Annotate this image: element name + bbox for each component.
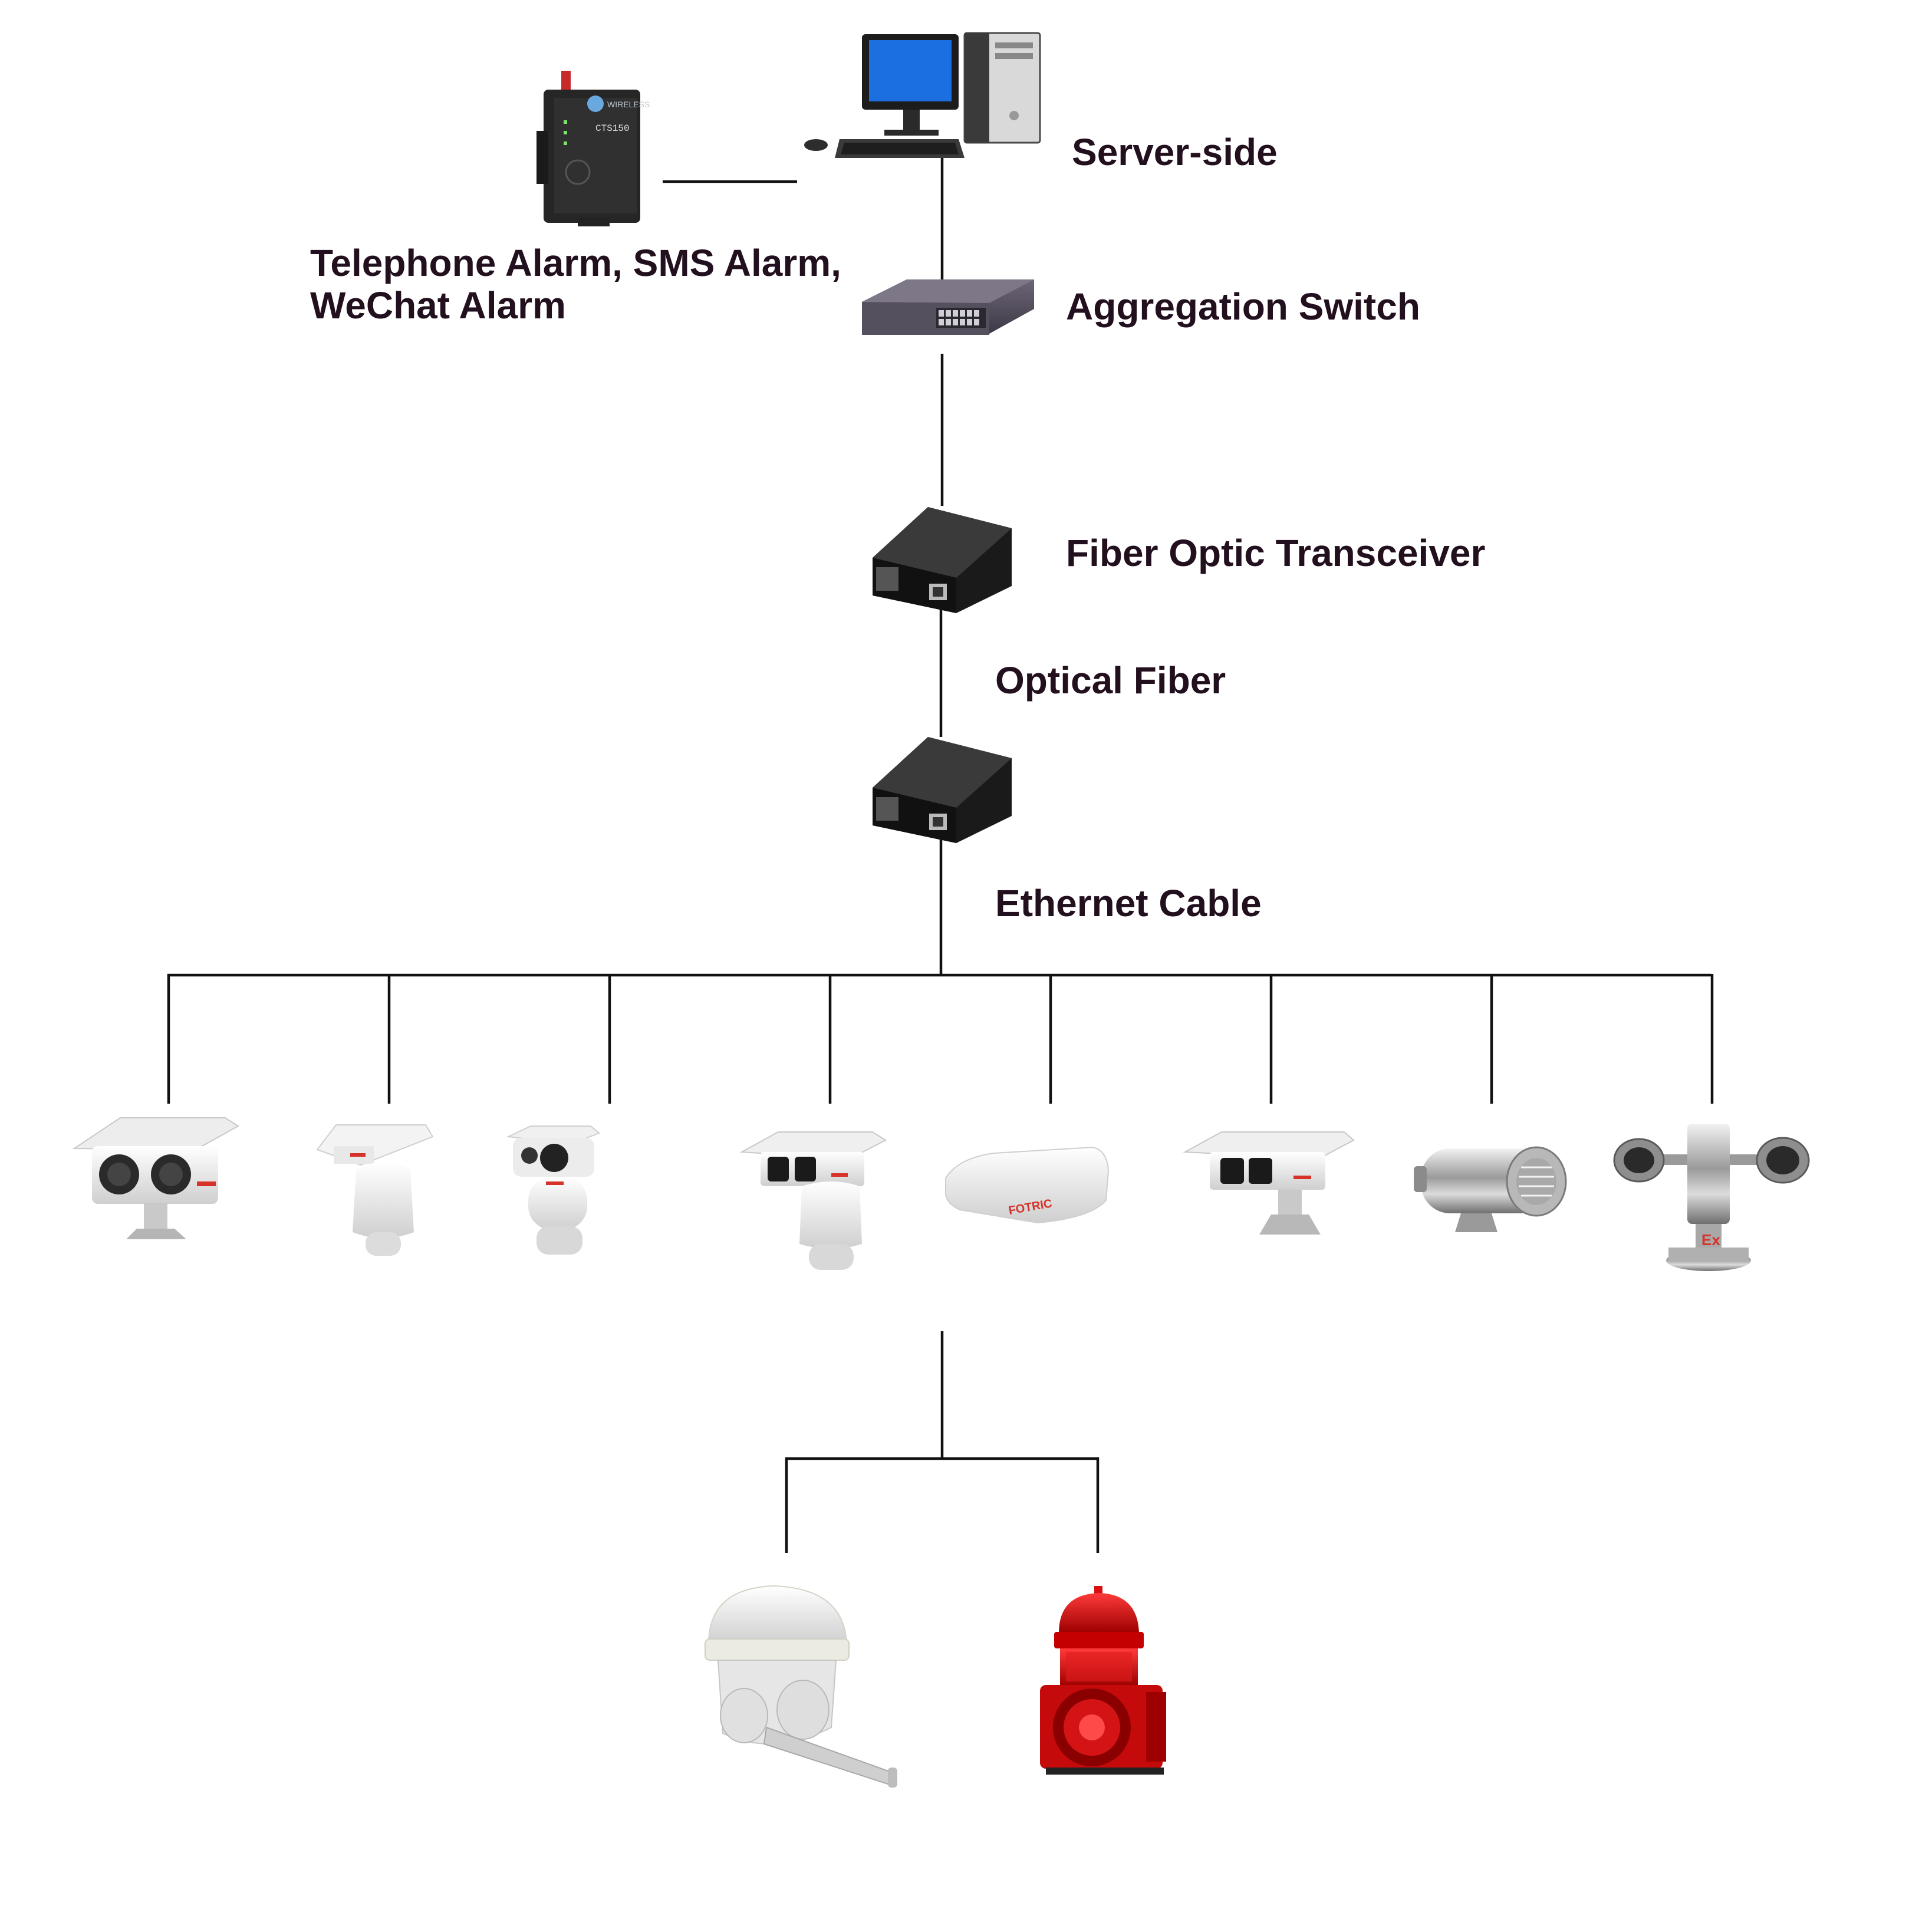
housing-camera-icon: FOTRIC bbox=[944, 1146, 1110, 1224]
network-switch-icon bbox=[862, 279, 1034, 335]
camera-drop-lines bbox=[167, 974, 1714, 1104]
explosion-proof-mark: Ex bbox=[1701, 1231, 1720, 1249]
label-ethernet-cable: Ethernet Cable bbox=[995, 882, 1262, 924]
ptz-dual-lens-camera-icon bbox=[506, 1125, 600, 1255]
connector-lines bbox=[167, 147, 1714, 1553]
label-fiber-transceiver: Fiber Optic Transceiver bbox=[1066, 532, 1485, 574]
diagram-labels: Server-side Telephone Alarm, SMS Alarm, … bbox=[310, 131, 1485, 924]
fiber-transceiver-icon bbox=[873, 507, 1012, 613]
module-model-text: CTS150 bbox=[595, 123, 630, 134]
label-alarm-line1: Telephone Alarm, SMS Alarm, bbox=[310, 242, 841, 284]
strobe-siren-icon bbox=[1040, 1586, 1166, 1775]
gsm-alarm-module-icon: WIRELESS CTS150 bbox=[537, 71, 650, 226]
label-alarm-line2: WeChat Alarm bbox=[310, 284, 566, 327]
explosion-proof-ptz-camera-icon: Ex bbox=[1613, 1124, 1810, 1271]
label-server-side: Server-side bbox=[1072, 131, 1278, 173]
desktop-computer-icon bbox=[804, 32, 1041, 158]
speaker-dome-icon bbox=[705, 1585, 897, 1788]
label-aggregation-switch: Aggregation Switch bbox=[1066, 285, 1420, 328]
stainless-explosion-proof-camera-icon bbox=[1414, 1146, 1567, 1232]
fiber-transceiver-icon bbox=[873, 737, 1012, 843]
dual-box-camera-icon bbox=[1183, 1131, 1355, 1235]
ptz-box-dual-camera-icon bbox=[739, 1131, 887, 1270]
dual-thermal-box-camera-icon bbox=[72, 1117, 239, 1239]
ptz-housing-camera-icon bbox=[316, 1124, 434, 1256]
label-optical-fiber: Optical Fiber bbox=[995, 659, 1226, 702]
module-brand-text: WIRELESS bbox=[607, 100, 650, 109]
